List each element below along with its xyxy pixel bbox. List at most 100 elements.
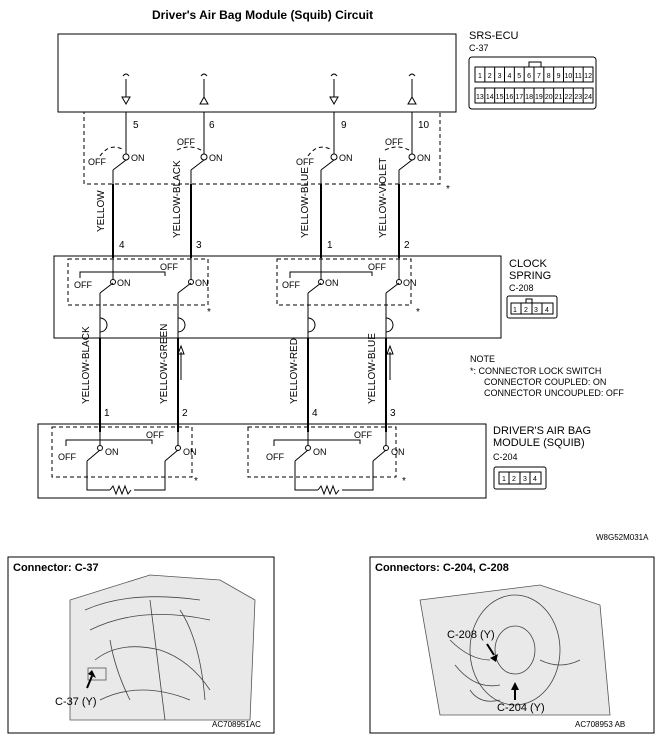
ecu-pin-number: 22	[565, 94, 573, 101]
clock-spring-connector-code: C-208	[509, 283, 534, 293]
note-line-2: CONNECTOR COUPLED: ON	[484, 377, 606, 387]
diagram-title: Driver's Air Bag Module (Squib) Circuit	[152, 8, 373, 22]
wire-label-yellow-red: YELLOW-RED	[289, 338, 300, 404]
switch-off-label: OFF	[354, 430, 372, 440]
wire-label-yellow-black: YELLOW-BLACK	[172, 160, 183, 238]
clock-spring-box	[53, 255, 502, 339]
ecu-pin-number: 3	[498, 73, 502, 80]
squib-conn-pin: 3	[523, 476, 527, 483]
squib-conn-pin: 2	[512, 476, 516, 483]
ecu-terminal-6: 6	[209, 120, 215, 131]
switch-on-label: ON	[313, 447, 327, 457]
squib-lock-box-right	[247, 426, 397, 478]
switch-off-label: OFF	[282, 280, 300, 290]
switch-on-label: ON	[391, 447, 405, 457]
switch-on-label: ON	[195, 278, 209, 288]
squib-connector-face	[493, 466, 547, 490]
clock-spring-pin-2: 2	[404, 240, 410, 251]
ecu-pin-number: 16	[506, 94, 514, 101]
srs-ecu-connector-code: C-37	[469, 43, 489, 53]
ecu-lock-switches	[99, 112, 416, 184]
panel-right-title: Connectors: C-204, C-208	[375, 562, 509, 574]
switch-off-label: OFF	[266, 452, 284, 462]
switch-off-label: OFF	[385, 137, 403, 147]
clock-spring-conn-pin: 4	[545, 307, 549, 314]
clock-spring-label-2: SPRING	[509, 270, 551, 282]
ecu-pin-number: 20	[545, 94, 553, 101]
squib-lock-box-left	[51, 426, 193, 478]
switch-off-label: OFF	[296, 157, 314, 167]
ecu-pin-number: 15	[496, 94, 504, 101]
panel-left-code: AC708951AC	[212, 720, 261, 729]
clock-spring-label-1: CLOCK	[509, 258, 548, 270]
ecu-pin-number: 9	[557, 73, 561, 80]
wire-label-yellow-black-lower: YELLOW-BLACK	[81, 326, 92, 404]
switch-on-label: ON	[131, 153, 145, 163]
srs-ecu-box	[57, 33, 457, 113]
switch-off-label: OFF	[58, 452, 76, 462]
switch-off-label: OFF	[88, 157, 106, 167]
squib-module-box	[37, 423, 487, 499]
switch-off-label: OFF	[160, 262, 178, 272]
squib-connector-code: C-204	[493, 452, 518, 462]
switch-off-label: OFF	[74, 280, 92, 290]
switch-off-label: OFF	[368, 262, 386, 272]
clock-spring-lock-box-right	[276, 258, 412, 306]
squib-label-2: MODULE (SQUIB)	[493, 437, 585, 449]
callout-c208: C-208 (Y)	[447, 629, 495, 641]
switch-on-label: ON	[339, 153, 353, 163]
srs-ecu-label: SRS-ECU	[469, 30, 519, 42]
callout-c37: C-37 (Y)	[55, 696, 97, 708]
switch-off-label: OFF	[177, 137, 195, 147]
ecu-lock-switch-box	[83, 111, 441, 185]
ecu-pin-number: 1	[478, 73, 482, 80]
clock-spring-pin-3: 3	[196, 240, 202, 251]
ecu-pin-number: 21	[555, 94, 563, 101]
ecu-pin-number: 8	[547, 73, 551, 80]
clock-spring-switches	[79, 256, 402, 338]
ecu-terminal-9: 9	[341, 120, 347, 131]
dashboard-photo-left	[69, 574, 256, 721]
switch-on-label: ON	[403, 278, 417, 288]
panel-left-title: Connector: C-37	[13, 562, 99, 574]
ecu-pin-number: 2	[488, 73, 492, 80]
ecu-pin-number: 13	[476, 94, 484, 101]
clock-spring-lock-box-left	[67, 258, 209, 306]
squib-switches	[65, 424, 389, 496]
squib-pin-3: 3	[390, 408, 396, 419]
ecu-pin-number: 12	[584, 73, 592, 80]
ecu-pin-number: 10	[565, 73, 573, 80]
clock-spring-pin-4: 4	[119, 240, 125, 251]
wire-label-yellow-green: YELLOW-GREEN	[159, 324, 170, 404]
switch-on-label: ON	[183, 447, 197, 457]
squib-conn-pin: 4	[533, 476, 537, 483]
note-line-1: *: CONNECTOR LOCK SWITCH	[470, 366, 601, 376]
switch-on-label: ON	[417, 153, 431, 163]
ecu-pin-number: 18	[525, 94, 533, 101]
switch-off-label: OFF	[146, 430, 164, 440]
panel-connector-c37	[7, 556, 275, 734]
figure-code: W8G52M031A	[596, 533, 649, 542]
ecu-pin-number: 6	[527, 73, 531, 80]
ecu-lock-asterisk: *	[446, 184, 450, 195]
clock-spring-conn-pin: 3	[534, 307, 538, 314]
callout-c204: C-204 (Y)	[497, 702, 545, 714]
wire-label-yellow: YELLOW	[96, 190, 107, 232]
ecu-pin-number: 14	[486, 94, 494, 101]
lower-wires	[99, 338, 394, 432]
ecu-terminal-symbols	[121, 73, 417, 106]
clock-spring-pin-1: 1	[327, 240, 333, 251]
ecu-pin-number: 7	[537, 73, 541, 80]
wire-label-yellow-violet: YELLOW-VIOLET	[378, 158, 389, 238]
squib-lock-asterisk: *	[402, 476, 406, 487]
switch-on-label: ON	[325, 278, 339, 288]
squib-pin-4: 4	[312, 408, 318, 419]
panel-connectors-c204-c208	[369, 556, 655, 734]
squib-pin-1: 1	[104, 408, 110, 419]
squib-conn-pin: 1	[502, 476, 506, 483]
wire-label-yellow-blue: YELLOW-BLUE	[300, 167, 311, 238]
squib-label-1: DRIVER'S AIR BAG	[493, 425, 591, 437]
